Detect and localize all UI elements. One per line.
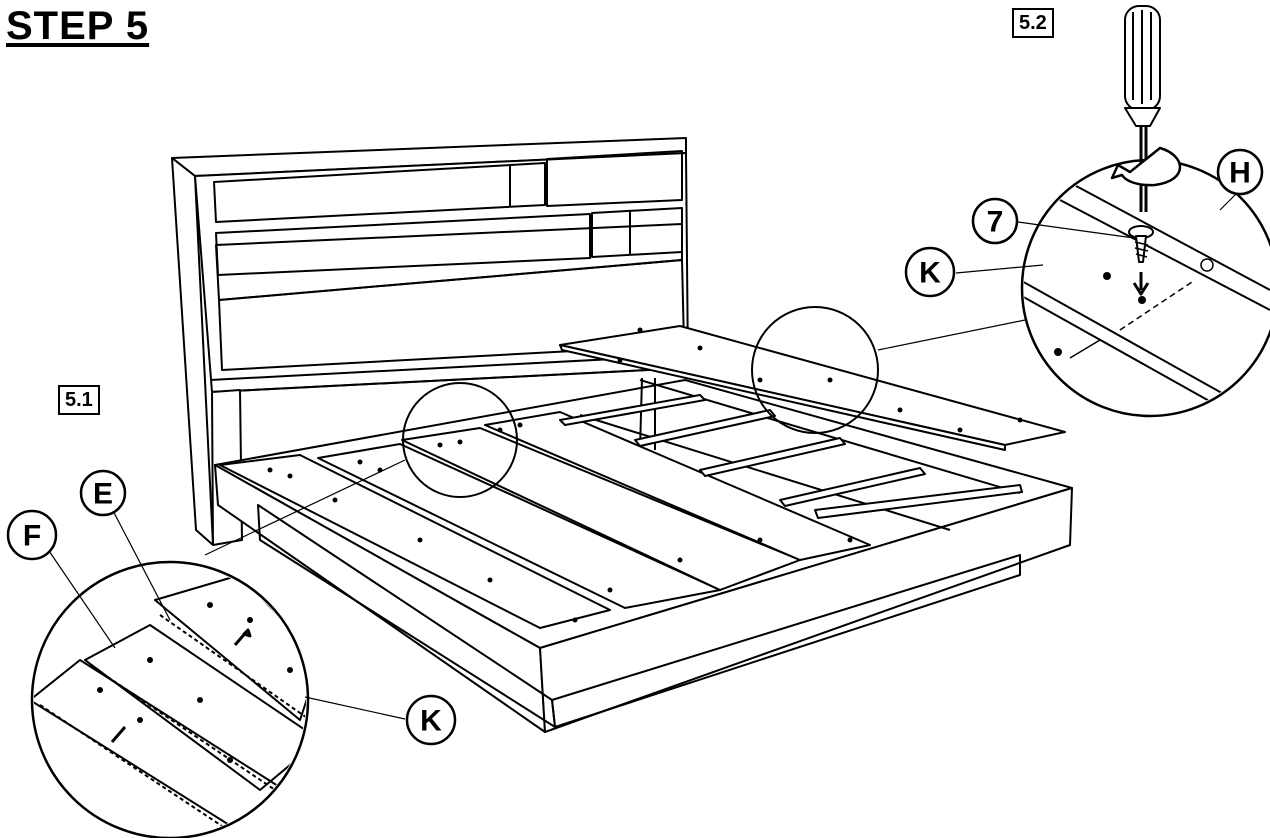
part-label-7: 7 bbox=[987, 206, 1004, 239]
step-title: STEP 5 bbox=[6, 4, 150, 48]
detail-marker-5-2 bbox=[751, 306, 879, 434]
rotate-arrow-icon bbox=[1110, 146, 1182, 187]
slats bbox=[219, 325, 1066, 629]
part-label-e: E bbox=[93, 478, 113, 511]
detail-5-2 bbox=[1020, 5, 1270, 418]
detail-marker-5-1 bbox=[402, 382, 518, 498]
slat-holes bbox=[267, 327, 1023, 623]
headboard bbox=[171, 137, 691, 546]
callout-circle-k-bottom bbox=[405, 694, 457, 746]
detail-5-1 bbox=[30, 560, 310, 838]
part-label-k-top: K bbox=[919, 257, 941, 290]
part-label-k-bottom: K bbox=[420, 705, 442, 738]
callout-circle-e bbox=[79, 469, 127, 517]
screw-icon bbox=[1128, 225, 1154, 296]
screwdriver-icon bbox=[1124, 5, 1161, 212]
leader-lines bbox=[44, 174, 1256, 720]
callout-circle-h bbox=[1216, 148, 1264, 196]
callout-circle-k-top bbox=[904, 246, 956, 298]
substep-label-5-2: 5.2 bbox=[1012, 8, 1054, 38]
callout-circle-7 bbox=[971, 197, 1019, 245]
substep-label-5-1: 5.1 bbox=[58, 385, 100, 415]
callout-circle-f bbox=[6, 509, 58, 561]
part-label-f: F bbox=[23, 520, 41, 553]
part-label-h: H bbox=[1229, 157, 1251, 190]
